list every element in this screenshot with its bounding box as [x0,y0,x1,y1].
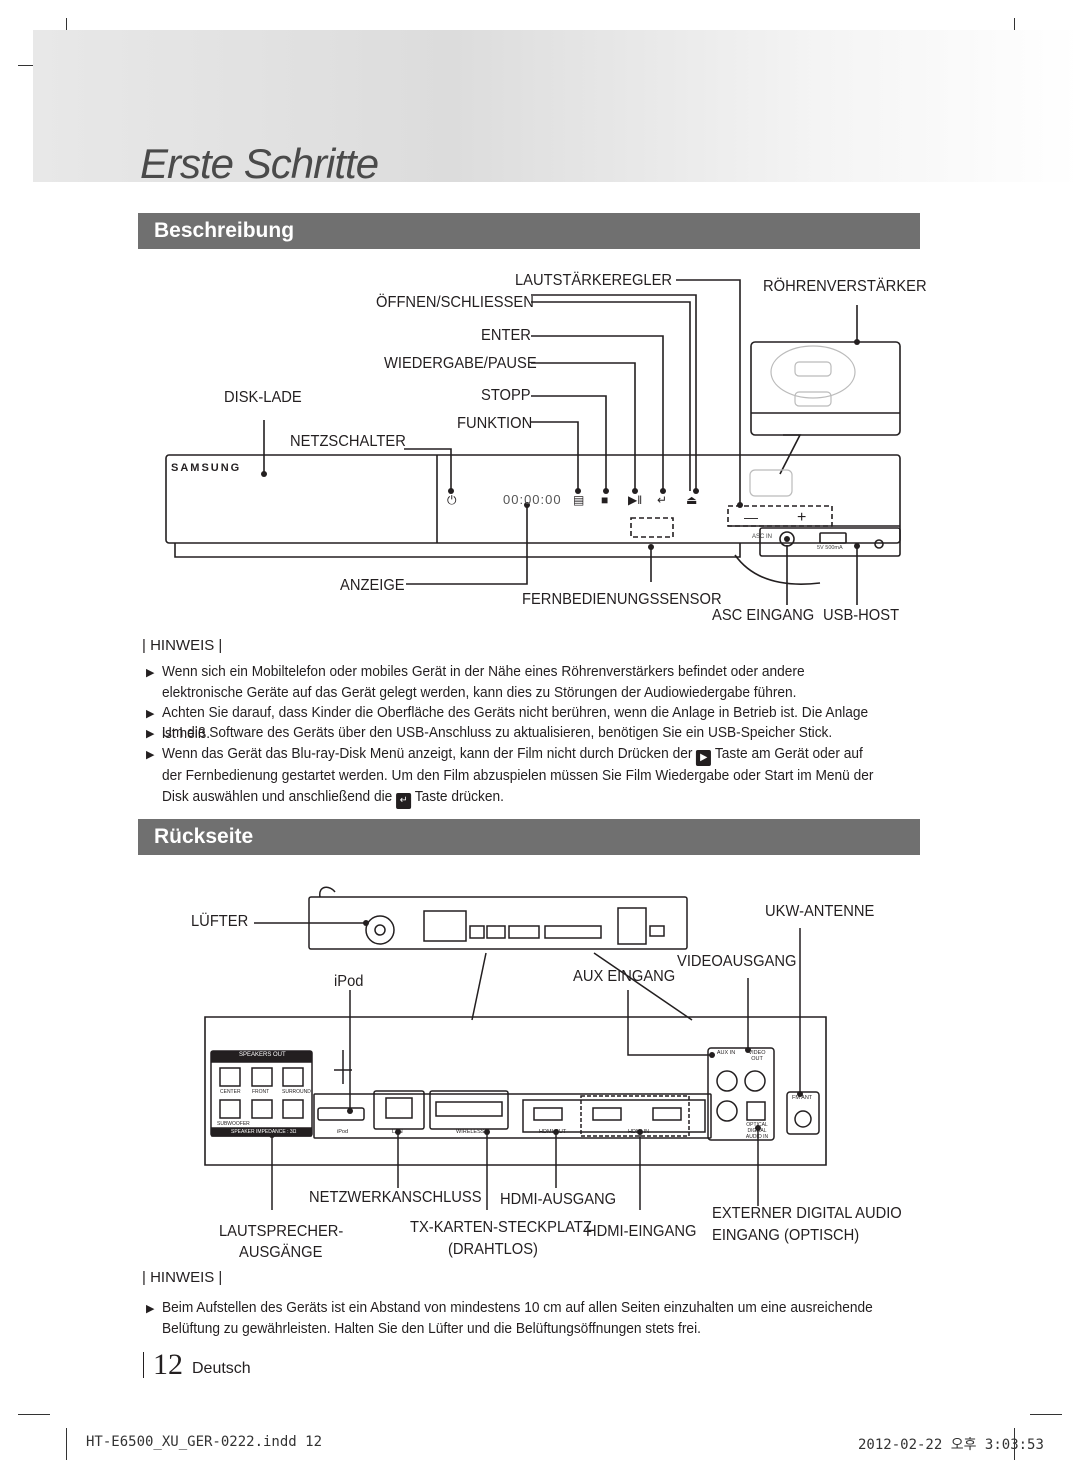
label-open-close: ÖFFNEN/SCHLIESSEN [376,294,534,311]
rear-panel-diagram [204,886,827,1210]
brand-logo: SAMSUNG [171,462,242,474]
label-speaker-out-1: LAUTSPRECHER- [219,1223,344,1240]
label-speaker-out-2: AUSGÄNGE [239,1244,323,1261]
label-function: FUNKTION [457,415,533,432]
label-tube-amp: RÖHRENVERSTÄRKER [763,278,927,295]
print-center: CENTER [220,1089,241,1095]
note-item: Beim Aufstellen des Geräts ist ein Absta… [162,1300,873,1337]
bullet-icon: ▶ [146,728,155,740]
svg-text:⏏: ⏏ [686,493,697,507]
display-digits: 00:00:00 [503,492,562,507]
asc-in-print: ASC IN [752,534,773,540]
print-fm-ant: FM ANT [792,1095,813,1101]
label-ipod: iPod [334,973,364,990]
footer-timestamp: 2012-02-22 오후 3:03:53 [858,1437,1044,1453]
print-hdmi-out: HDMI OUT [539,1129,567,1135]
crop-mark [66,1428,67,1460]
footer-language: Deutsch [192,1360,251,1377]
label-hdmi-in: HDMI-EINGANG [586,1223,697,1240]
header-band [33,30,1080,182]
note-heading: | HINWEIS | [142,1269,223,1286]
note-item: Achten Sie darauf, dass Kinder die Oberf… [162,705,869,742]
svg-text:⏻: ⏻ [447,493,457,507]
crop-mark [1030,1414,1062,1415]
volume-minus-icon: — [744,509,758,525]
label-display: ANZEIGE [340,577,405,594]
label-optical-in: EINGANG (OPTISCH) [712,1227,860,1244]
play-key-icon: ▶ [696,750,712,766]
print-front: FRONT [252,1089,270,1095]
front-panel-diagram: ⏻ ▤ ■ ▶‖ ↵ ⏏ [165,279,901,605]
label-power: NETZSCHALTER [290,433,406,450]
label-disc-tray: DISK-LADE [224,389,302,406]
label-fan: LÜFTER [191,913,249,930]
page-number: 12 [153,1348,183,1381]
label-play-pause: WIEDERGABE/PAUSE [384,355,537,372]
print-optical: OPTICAL DIGITAL AUDIO IN [745,1122,769,1140]
note-item: Um die Software des Geräts über den USB-… [162,725,833,741]
print-speakers-out: SPEAKERS OUT [239,1052,286,1058]
enter-key-icon: ↵ [396,792,412,809]
volume-plus-icon: + [797,509,807,526]
page-title: Erste Schritte [140,140,379,187]
print-wireless: WIRELESS [456,1129,485,1135]
bullet-icon: ▶ [146,667,155,679]
label-aux-in: AUX EINGANG [573,968,676,985]
svg-text:↵: ↵ [657,493,667,507]
svg-text:▤: ▤ [573,493,584,507]
bullet-icon: ▶ [146,1303,155,1315]
print-subwoofer: SUBWOOFER [217,1121,250,1127]
page-number-rule [143,1352,144,1378]
label-enter: ENTER [481,327,531,344]
label-usb-host: USB-HOST [823,607,900,624]
label-asc-in: ASC EINGANG [712,607,815,624]
footer-file: HT-E6500_XU_GER-0222.indd 12 [86,1434,323,1450]
crop-mark [1014,1428,1015,1460]
label-video-out: VIDEOAUSGANG [677,953,797,970]
usb-rating-print: 5V 500mA [817,545,843,551]
note-item: Wenn das Gerät das Blu-ray-Disk Menü anz… [162,744,876,809]
note-heading: | HINWEIS | [142,637,223,654]
note-item: Wenn sich ein Mobiltelefon oder mobiles … [162,664,805,701]
svg-text:■: ■ [601,493,608,507]
label-hdmi-out: HDMI-AUSGANG [500,1191,617,1208]
label-remote-sensor: FERNBEDIENUNGSSENSOR [522,591,722,608]
print-lan: LAN [392,1129,403,1135]
print-aux-in: AUX IN [716,1050,736,1056]
print-ipod: iPod [337,1129,349,1135]
print-impedance: SPEAKER IMPEDANCE : 3Ω [231,1129,297,1135]
label-fm-antenna: UKW-ANTENNE [765,903,875,920]
svg-text:▶‖: ▶‖ [628,493,642,507]
bullet-icon: ▶ [146,749,155,761]
label-stop: STOPP [481,387,531,404]
print-video-out: VIDEO OUT [748,1050,766,1062]
print-surround: SURROUND [282,1089,311,1095]
section-title-rear: Rückseite [138,819,920,855]
bullet-icon: ▶ [146,708,155,720]
crop-mark [18,1414,50,1415]
section-title-front: Beschreibung [138,213,920,249]
label-tx-card: TX-KARTEN-STECKPLATZ [410,1219,592,1236]
device-body [165,454,901,544]
label-volume: LAUTSTÄRKEREGLER [515,272,673,289]
label-tx-card-wireless: (DRAHTLOS) [448,1241,538,1258]
label-network: NETZWERKANSCHLUSS [309,1189,482,1206]
print-hdmi-in: HDMI IN [628,1129,650,1135]
label-ext-digital-audio: EXTERNER DIGITAL AUDIO [712,1205,902,1222]
